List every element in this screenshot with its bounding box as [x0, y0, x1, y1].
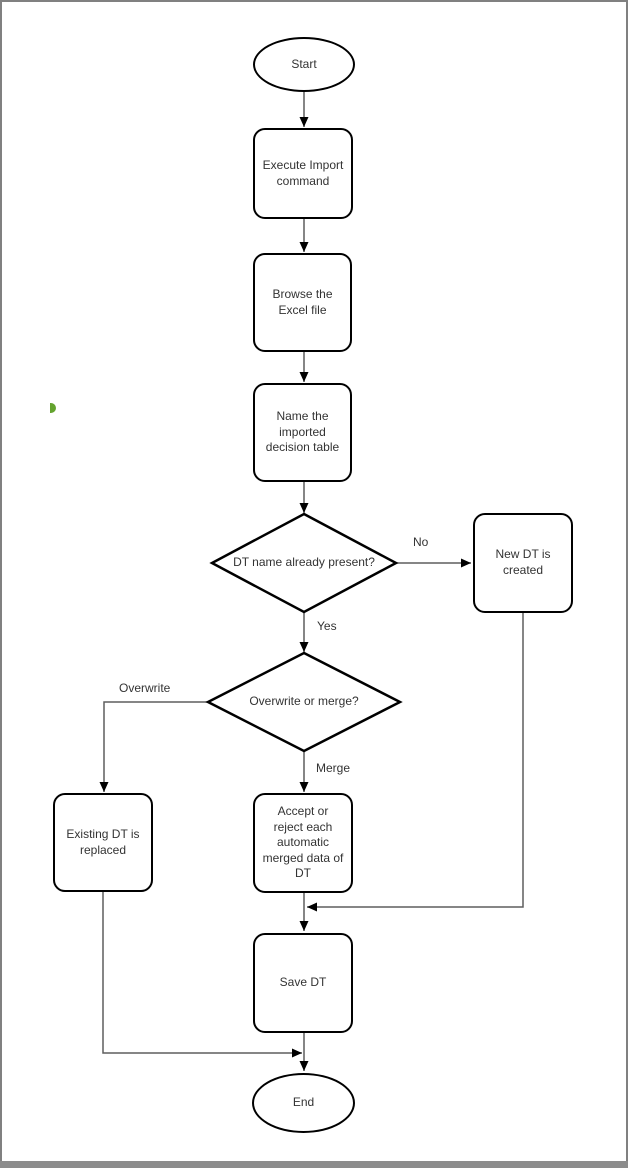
edge-overwrite-existing — [99, 701, 208, 792]
window-bottom-edge — [0, 1161, 628, 1168]
edge-label-overwrite: Overwrite — [118, 681, 172, 696]
node-name-imported-decision-table: Name the imported decision table — [253, 383, 352, 482]
decision-label-overwrite-or-merge: Overwrite or merge? — [209, 676, 399, 728]
node-end: End — [252, 1073, 355, 1133]
decision-dt-name-present — [209, 512, 399, 614]
window-border-left — [0, 0, 2, 1168]
window-border-right — [626, 0, 628, 1168]
node-label: Browse the Excel file — [272, 286, 333, 317]
node-label: Name the imported decision table — [265, 409, 340, 455]
edge-label-yes: Yes — [316, 619, 338, 634]
node-new-dt-created: New DT is created — [473, 513, 573, 613]
node-label: Overwrite or merge? — [249, 694, 359, 709]
green-cursor-mark — [50, 403, 56, 413]
edge-label-merge: Merge — [315, 761, 352, 776]
node-browse-excel-file: Browse the Excel file — [253, 253, 352, 352]
node-label: End — [292, 1095, 315, 1110]
node-label: Execute Import command — [262, 157, 344, 188]
node-start: Start — [253, 37, 355, 92]
edge-newdt-join — [307, 613, 524, 912]
node-label: Accept or reject each automatic merged d… — [262, 804, 344, 881]
node-label: Save DT — [279, 975, 327, 990]
node-save-dt: Save DT — [253, 933, 353, 1033]
node-accept-reject-merged-data: Accept or reject each automatic merged d… — [253, 793, 353, 893]
edge-existing-join — [102, 892, 302, 1058]
node-label: New DT is created — [495, 547, 551, 577]
window-border-top — [0, 0, 628, 2]
edge-label-no: No — [412, 535, 430, 550]
node-label: Existing DT is replaced — [66, 826, 140, 857]
node-execute-import-command: Execute Import command — [253, 128, 353, 219]
node-label: Start — [291, 56, 317, 71]
node-existing-dt-replaced: Existing DT is replaced — [53, 793, 153, 892]
decision-label-dt-name-present: DT name already present? — [214, 535, 394, 591]
node-label: DT name already present? — [233, 555, 375, 570]
decision-overwrite-or-merge — [205, 651, 403, 753]
